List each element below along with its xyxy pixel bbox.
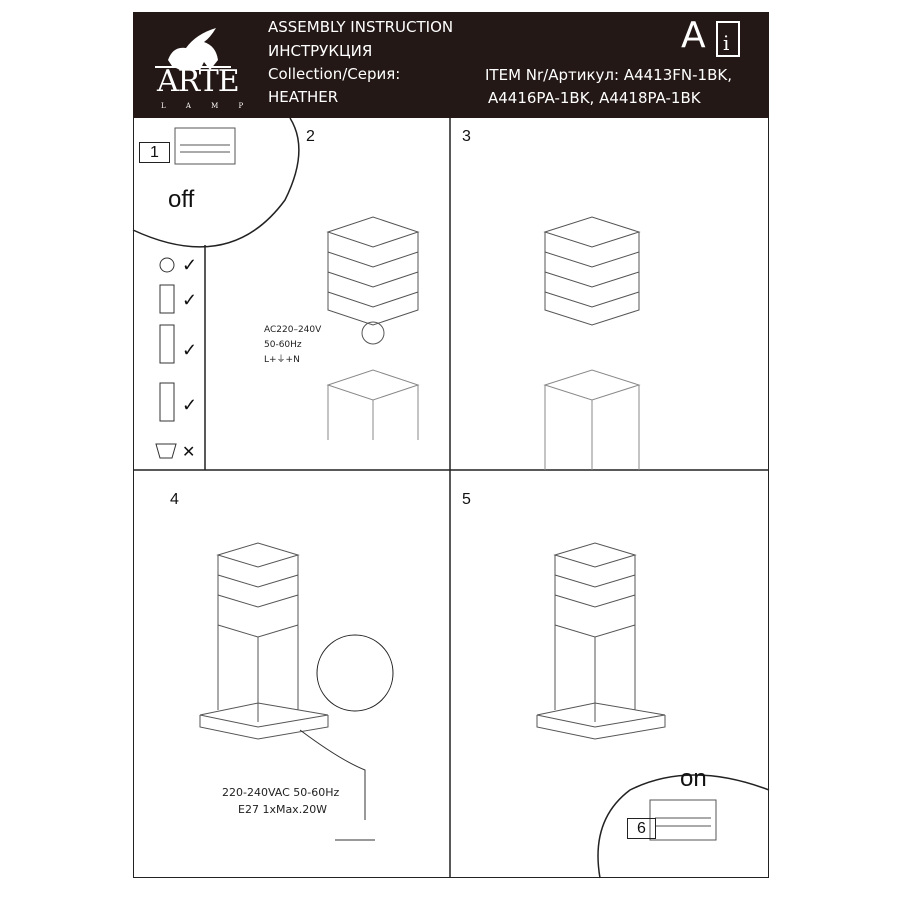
assembled-bollard-step4 — [199, 542, 394, 841]
item-numbers-1: ITEM Nr/Артикул: A4413FN-1BK, — [485, 66, 732, 84]
bulb-icons — [155, 257, 177, 459]
bulb-mark-spiral: ✓ — [182, 290, 198, 310]
assembled-bollard-step5 — [536, 542, 666, 740]
bulb-mark-incandescent: ✓ — [182, 255, 198, 275]
collection-name: HEATHER — [268, 88, 339, 106]
energy-grade: A — [681, 15, 706, 56]
bulb-mark-cfl: ✓ — [182, 340, 198, 360]
voltage-spec: AC220–240V — [264, 325, 322, 335]
title-ru: ИНСТРУКЦИЯ — [268, 42, 373, 60]
wiring-spec: L+⏚+N — [264, 355, 300, 365]
step-6-label: 6 — [627, 818, 656, 839]
lamp-head-step3 — [543, 216, 641, 470]
step-2-label: 2 — [306, 128, 315, 145]
manual-info-icon: i — [716, 21, 740, 57]
header: ARTE L A M P ASSEMBLY INSTRUCTION ИНСТРУ… — [133, 12, 769, 118]
on-label: on — [680, 765, 707, 792]
step-5-label: 5 — [462, 491, 471, 508]
item-numbers-2: A4416PA-1BK, A4418PA-1BK — [488, 89, 701, 107]
terminal-block-on-icon — [649, 799, 717, 841]
step-3-label: 3 — [462, 128, 471, 145]
bulb-mark-gu10: ✕ — [182, 444, 196, 461]
bulb-spec: E27 1xMax.20W — [238, 803, 328, 816]
power-spec: 220-240VAC 50-60Hz — [222, 786, 340, 799]
step-1-label: 1 — [139, 142, 170, 163]
terminal-block-off-icon — [174, 127, 236, 165]
collection-label: Collection/Серия: — [268, 65, 401, 83]
bulb-mark-led: ✓ — [182, 395, 198, 415]
svg-text:i: i — [723, 31, 729, 55]
off-label: off — [168, 186, 195, 213]
brand-logo: ARTE — [157, 64, 240, 99]
step-4-label: 4 — [170, 491, 179, 508]
frequency-spec: 50-60Hz — [264, 340, 302, 350]
lion-logo-icon — [155, 28, 231, 70]
title-en: ASSEMBLY INSTRUCTION — [268, 18, 454, 36]
brand-sub: L A M P — [161, 102, 253, 110]
lamp-head-step2 — [326, 216, 420, 440]
